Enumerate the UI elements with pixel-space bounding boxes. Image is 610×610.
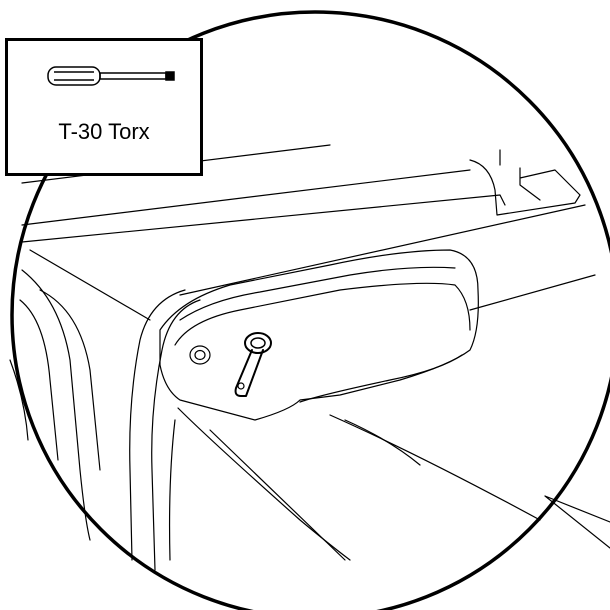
rail-diag-2: [329, 414, 541, 521]
latch-lever: [234, 332, 272, 397]
side-panel-left-4: [9, 359, 29, 441]
rail-cap-underside: [299, 354, 463, 403]
detail-circle: [10, 10, 610, 610]
rail-front-left: [168, 419, 176, 561]
rail-cap-outer: [159, 249, 479, 421]
side-panel-left-1: [21, 269, 91, 541]
bed-rail-lower: [179, 204, 586, 296]
tool-label: T-30 Torx: [58, 119, 150, 144]
torx-fastener: [189, 345, 211, 365]
screwdriver-icon: [47, 66, 175, 86]
side-panel-left-3: [19, 299, 59, 461]
rail-curve: [129, 289, 186, 561]
rail-diag-1: [209, 429, 346, 561]
side-panel-left-2: [39, 289, 101, 471]
stake-pocket: [469, 149, 581, 216]
rail-curve-inner: [151, 299, 201, 571]
bed-rail-inner: [21, 194, 506, 243]
rail-front-right: [177, 407, 351, 561]
rail-cap-top: [179, 266, 456, 321]
callout-pointer: [544, 495, 610, 549]
rail-diag-3: [344, 419, 421, 466]
bed-side-lower: [29, 249, 151, 321]
bed-rail-bottom: [469, 274, 596, 311]
rail-cap-inner: [174, 282, 471, 346]
bed-rail-upper: [21, 169, 471, 226]
tool-callout-box: T-30 Torx: [5, 38, 203, 176]
